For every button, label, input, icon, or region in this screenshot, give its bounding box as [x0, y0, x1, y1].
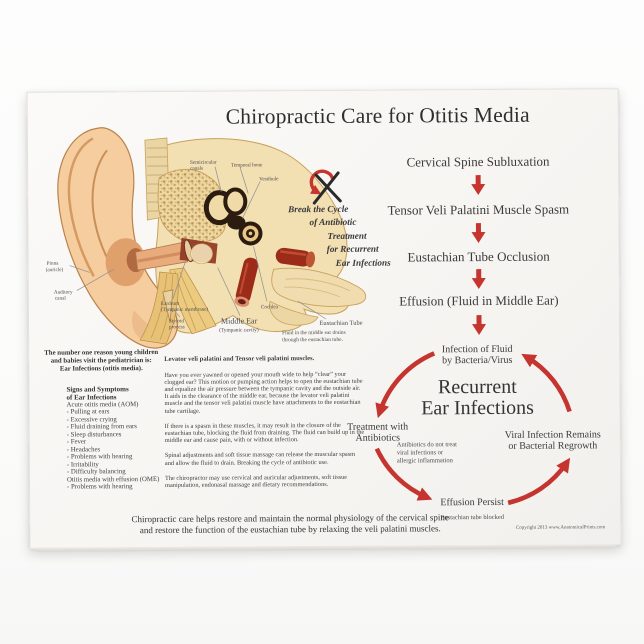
label-styloid-process: Styloid: [169, 318, 184, 324]
svg-text:(auricle): (auricle): [46, 266, 64, 273]
label-cochlea: Cochlea: [261, 304, 279, 310]
auditory-canal-shape: [135, 237, 218, 271]
no-antibiotics-icon: [309, 169, 342, 205]
ear-anatomy-illustration: Semicircular canals Temporal bone Vestib…: [46, 127, 367, 349]
label-temporal-bone: Temporal bone: [231, 162, 263, 168]
label-middle-ear-sub: (Tympanic cavity): [219, 326, 259, 333]
flow-arrow-icon: [358, 222, 598, 244]
muscles-text-block: Levator veli palatini and Tensor veli pa…: [164, 355, 365, 498]
label-eustachian-note: Fluid in the middle ear drains: [282, 330, 346, 336]
middle-ear-cavity-shape: [190, 243, 213, 265]
footer-text: Chiropractic care helps restore and main…: [131, 512, 449, 535]
muscles-paragraph: Spinal adjustments and soft tissue massa…: [164, 451, 356, 467]
cycle-node-infection: Infection of Fluid by Bacteria/Virus: [441, 343, 513, 367]
styloid-process-shape: [162, 289, 174, 323]
cycle-node-effusion: Effusion Persist: [440, 496, 504, 509]
flow-arrow-icon: [358, 174, 598, 196]
muscles-paragraph: If there is a spasm in these muscles, it…: [164, 421, 365, 445]
symptom-item: - Problems with hearing: [67, 483, 133, 491]
cycle-arc-top-left: [375, 351, 436, 419]
cycle-diagram: Infection of Fluid by Bacteria/Virus Rec…: [339, 344, 620, 541]
label-leader-lines: [69, 166, 327, 320]
symptoms-list: Acute otitis media (AOM) - Pulling at ea…: [67, 401, 178, 491]
symptoms-heading: Signs and Symptoms of Ear Infections: [66, 385, 129, 402]
svg-text:process: process: [169, 324, 185, 330]
label-middle-ear: Middle Ear: [221, 316, 258, 325]
svg-text:(Tympanic membrane): (Tympanic membrane): [161, 306, 209, 313]
label-pinna: Pinna: [47, 261, 60, 267]
flowchart-step-4: Effusion (Fluid in Middle Ear): [399, 292, 559, 309]
veli-palatini-muscles-shape: [139, 267, 217, 345]
label-eustachian-tube: Eustachian Tube: [319, 320, 362, 327]
flow-arrow-icon: [359, 268, 599, 290]
inner-ear-shape: [203, 187, 263, 246]
svg-text:canal: canal: [55, 296, 67, 302]
flowchart-step-1: Cervical Spine Subluxation: [406, 153, 550, 170]
svg-text:canals: canals: [190, 166, 203, 172]
muscles-paragraph: Have you ever yawned or opened your mout…: [164, 370, 363, 415]
bone-wing-shape: [269, 267, 367, 326]
label-vestibule: Vestibule: [259, 176, 279, 182]
flowchart-step-3: Eustachian Tube Occlusion: [407, 248, 550, 265]
cycle-arc-bottom-left: [374, 447, 433, 501]
flowchart: Cervical Spine Subluxation Tensor Veli P…: [358, 89, 600, 340]
cycle-arrows: [374, 351, 572, 506]
cycle-title: Recurrent Ear Infections: [421, 375, 534, 419]
muscles-heading: Levator veli palatini and Tensor veli pa…: [164, 355, 315, 363]
cycle-node-viral: Viral Infection Remains or Bacterial Reg…: [504, 429, 601, 452]
flow-arrow-icon: [359, 314, 599, 336]
copyright: Copyright 2013 www.AnatomicalPrints.com: [515, 525, 606, 531]
cycle-arc-bottom-right: [507, 457, 571, 506]
label-eardrum: Eardrum: [161, 301, 179, 307]
muscles-paragraph: The chiropractor may use cervical and au…: [164, 473, 348, 490]
flowchart-step-2: Tensor Veli Palatini Muscle Spasm: [387, 201, 570, 218]
cycle-note-antibiotics: Antibiotics do not treat viral infection…: [396, 441, 457, 465]
cycle-arc-top-right: [521, 353, 572, 413]
svg-text:through the eustachian tube.: through the eustachian tube.: [282, 337, 343, 343]
eustachian-tube-shape: [234, 247, 316, 307]
poster: Chiropractic Care for Otitis Media: [26, 88, 622, 549]
intro-statement: The number one reason young children and…: [44, 349, 159, 373]
label-auditory-canal: Auditory: [54, 290, 73, 296]
label-semicircular-canals: Semicircular: [190, 160, 217, 166]
